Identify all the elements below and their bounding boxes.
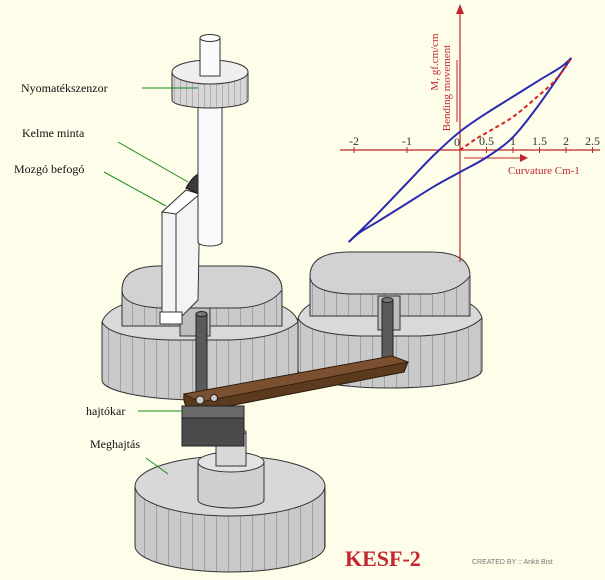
leader-drive [145,457,169,475]
chart-x-tick-label: 2.5 [585,134,600,148]
chart-x-tick-label: -2 [349,134,359,148]
drive-disc [134,427,326,573]
chart-x-tick-label: 2 [563,134,569,148]
label-drive: Meghajtás [90,437,140,451]
label-crank: hajtókar [86,404,125,418]
chart-x-tick-label: 1.5 [532,134,547,148]
credit-text: CREATED BY :: Ankit Bist [472,559,553,566]
chart-x-tick-label: -1 [402,134,412,148]
brand-title: KESF-2 [345,546,421,571]
chart-series-hysteresis-0 [348,57,572,243]
chart-x-tick-label: 0 [454,135,460,149]
leader-fabric-sample [117,141,189,183]
label-moving-clamp: Mozgó befogó [14,162,84,176]
label-torque-sensor: Nyomatékszenzor [21,81,108,95]
right-upper-block [309,251,471,331]
crank-assembly [181,297,410,447]
torque-sensor [171,34,249,247]
leader-moving-clamp [103,171,167,207]
chart-y-label-secondary: Bending movement [441,45,453,131]
label-fabric-sample: Kelme minta [22,126,85,140]
chart-series-hysteresis-1 [348,57,573,243]
hysteresis-chart: -2 -1 0 0.5 1 1.5 2 2.5 Curvature Cm-1 M, gf.cm… [340,4,600,262]
chart-x-label: Curvature Cm-1 [508,165,580,177]
chart-x-tick-label: 0.5 [479,134,494,148]
chart-x-tick-label: 1 [510,134,516,148]
chart-y-label: M, gf.cm/cm [429,33,441,91]
chart-y-arrow [456,4,464,14]
moving-clamp [159,189,202,325]
chart-x-label-arrowhead [520,154,528,162]
